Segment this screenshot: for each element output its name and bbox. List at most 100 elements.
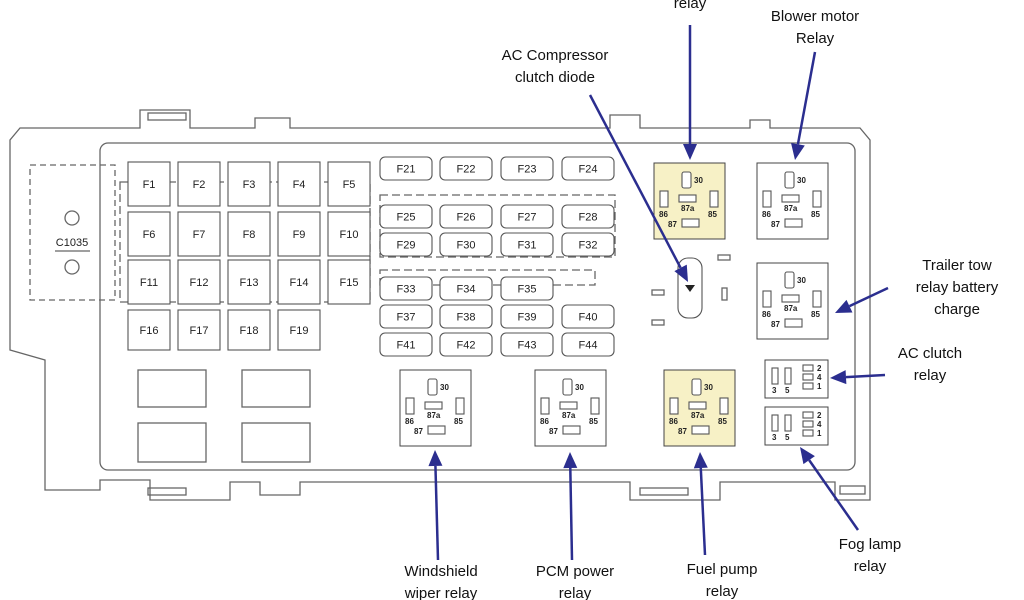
fuse-label: F29 [397,240,416,252]
fuse-f31[interactable]: F31 [500,232,554,257]
fuse-f27[interactable]: F27 [500,204,554,229]
fuse-label: F40 [579,312,598,324]
fuse-label: F18 [240,325,259,337]
fuse-label: F27 [518,212,537,224]
fuse-f6[interactable]: F6 [127,211,171,257]
fuse-label: F21 [397,164,416,176]
relay-pin-label: 85 [811,310,820,319]
fuse-label: F14 [290,277,309,289]
fuse-f10[interactable]: F10 [327,211,371,257]
fuse-label: F4 [293,179,306,191]
relay-pin-label: 87 [678,427,687,436]
fuse-label: F17 [190,325,209,337]
pcm-arrow-icon [563,452,578,561]
trailer-arrow-icon [835,286,889,313]
ac-clutch-label: AC clutch [898,345,962,362]
relay-pin-label: 87 [771,220,780,229]
relay-pin-label: 86 [762,310,771,319]
fuse-f29[interactable]: F29 [379,232,433,257]
blower-label: Relay [796,30,835,47]
fog-label: relay [854,558,887,575]
fuse-f30[interactable]: F30 [439,232,493,257]
fuse-f3[interactable]: F3 [227,161,271,207]
fuse-f28[interactable]: F28 [561,204,615,229]
fuse-f40[interactable]: F40 [561,304,615,329]
fuse-f7[interactable]: F7 [177,211,221,257]
ac-diode-label: AC Compressor [502,47,609,64]
trailer-label: relay battery [916,279,999,296]
fuse-f17[interactable]: F17 [177,309,221,351]
fuse-label: F42 [457,340,476,352]
fuse-label: F12 [190,277,209,289]
relay-pin-label: 87 [771,320,780,329]
fuse-f16[interactable]: F16 [127,309,171,351]
fuse-label: F43 [518,340,537,352]
fuse-f44[interactable]: F44 [561,332,615,357]
fuse-label: F39 [518,312,537,324]
fuse-f33[interactable]: F33 [379,276,433,301]
fuse-f14[interactable]: F14 [277,259,321,305]
fuse-f4[interactable]: F4 [277,161,321,207]
svg-text:3: 3 [772,433,777,442]
relay-pin-label: 30 [575,383,584,392]
relay-pin-label: 87a [681,204,695,213]
fuse-f38[interactable]: F38 [439,304,493,329]
fuse-f2[interactable]: F2 [177,161,221,207]
fuse-f39[interactable]: F39 [500,304,554,329]
fuse-f23[interactable]: F23 [500,156,554,181]
fuse-label: F1 [143,179,156,191]
relay-pin-label: 86 [540,417,549,426]
svg-text:2: 2 [817,411,822,420]
fuse-f15[interactable]: F15 [327,259,371,305]
svg-text:1: 1 [817,382,822,391]
fuse-f42[interactable]: F42 [439,332,493,357]
fuse-f32[interactable]: F32 [561,232,615,257]
relay-pin-label: 87 [668,220,677,229]
fuse-f21[interactable]: F21 [379,156,433,181]
fuse-f12[interactable]: F12 [177,259,221,305]
svg-text:2: 2 [817,364,822,373]
fuse-f24[interactable]: F24 [561,156,615,181]
fuse-f11[interactable]: F11 [127,259,171,305]
fuse-f25[interactable]: F25 [379,204,433,229]
fuse-f41[interactable]: F41 [379,332,433,357]
blower-arrow-icon [791,51,817,160]
connector-pin-icon [64,210,80,226]
fuse-f34[interactable]: F34 [439,276,493,301]
relay-pin-label: 86 [659,210,668,219]
fuse-label: F15 [340,277,359,289]
fuse-label: F2 [193,179,206,191]
fuse-f26[interactable]: F26 [439,204,493,229]
blower-label: Blower motor [771,8,859,25]
fuse-label: F44 [579,340,598,352]
fuse-f5[interactable]: F5 [327,161,371,207]
fuse-f9[interactable]: F9 [277,211,321,257]
fuse-f18[interactable]: F18 [227,309,271,351]
relay-pin-label: 85 [589,417,598,426]
fuse-f37[interactable]: F37 [379,304,433,329]
top-arrow-icon [683,25,697,160]
wiper-label: Windshield [404,563,477,580]
fuse-f13[interactable]: F13 [227,259,271,305]
fuse-f22[interactable]: F22 [439,156,493,181]
fuse-f35[interactable]: F35 [500,276,554,301]
fuse-label: F33 [397,284,416,296]
wiper-label: wiper relay [404,585,478,600]
fuse-f43[interactable]: F43 [500,332,554,357]
fuse-label: F35 [518,284,537,296]
fuse-f19[interactable]: F19 [277,309,321,351]
fuse-f1[interactable]: F1 [127,161,171,207]
relay-pin-label: 87a [691,411,705,420]
relay-pin-label: 30 [694,176,703,185]
fuse-f8[interactable]: F8 [227,211,271,257]
relay-pin-label: 87 [414,427,423,436]
